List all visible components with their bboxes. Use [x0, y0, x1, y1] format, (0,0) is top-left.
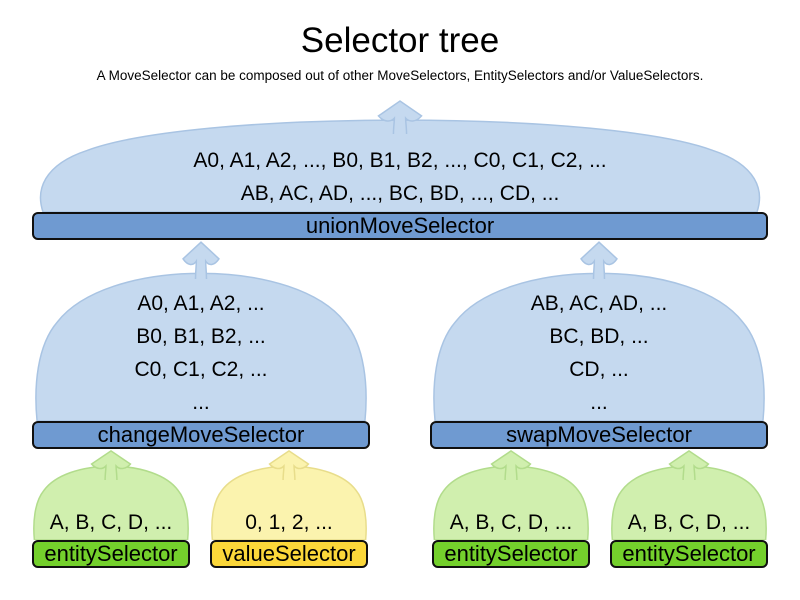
union-move-selector-node: A0, A1, A2, ..., B0, B1, B2, ..., C0, C1…	[32, 100, 768, 240]
cloud-text-line: A0, A1, A2, ..., B0, B1, B2, ..., C0, C1…	[193, 149, 607, 172]
selector-name-bar: changeMoveSelector	[32, 421, 370, 449]
selector-name-bar: entitySelector	[432, 540, 590, 568]
selector-name-bar: entitySelector	[610, 540, 768, 568]
selector-name-bar: entitySelector	[32, 540, 190, 568]
entity-selector-node-1: A, B, C, D, ... entitySelector	[32, 450, 190, 568]
up-arrow-icon	[574, 241, 624, 279]
up-arrow-icon	[176, 241, 226, 279]
selector-name-bar: swapMoveSelector	[430, 421, 768, 449]
cloud-text-line: A0, A1, A2, ...	[137, 292, 265, 315]
cloud-items-text: 0, 1, 2, ...	[210, 507, 368, 539]
up-arrow-icon	[84, 450, 138, 480]
value-selector-node: 0, 1, 2, ... valueSelector	[210, 450, 368, 568]
up-arrow-icon	[484, 450, 538, 480]
change-move-selector-node: A0, A1, A2, ... B0, B1, B2, ... C0, C1, …	[32, 241, 370, 449]
up-arrow-icon	[370, 100, 430, 134]
cloud-items-text: A0, A1, A2, ..., B0, B1, B2, ..., C0, C1…	[32, 144, 768, 210]
diagram-subtitle: A MoveSelector can be composed out of ot…	[96, 68, 704, 83]
cloud-text-line: B0, B1, B2, ...	[136, 325, 266, 348]
cloud-text-line: A, B, C, D, ...	[627, 511, 751, 534]
up-arrow-icon	[262, 450, 316, 480]
cloud-text-line: BC, BD, ...	[549, 325, 649, 348]
up-arrow-icon	[662, 450, 716, 480]
cloud-items-text: A, B, C, D, ...	[610, 507, 768, 539]
selector-name-bar: valueSelector	[210, 540, 368, 568]
cloud-items-text: A, B, C, D, ...	[32, 507, 190, 539]
cloud-text-line: ...	[590, 391, 608, 414]
cloud-text-line: AB, AC, AD, ...	[530, 292, 668, 315]
diagram-title: Selector tree	[300, 21, 500, 60]
entity-selector-node-3: A, B, C, D, ... entitySelector	[610, 450, 768, 568]
cloud-text-line: CD, ...	[569, 358, 629, 381]
swap-move-selector-node: AB, AC, AD, ... BC, BD, ... CD, ... ... …	[430, 241, 768, 449]
cloud-text-line: AB, AC, AD, ..., BC, BD, ..., CD, ...	[240, 182, 560, 205]
cloud-items-text: A0, A1, A2, ... B0, B1, B2, ... C0, C1, …	[32, 287, 370, 419]
cloud-text-line: A, B, C, D, ...	[449, 511, 573, 534]
entity-selector-node-2: A, B, C, D, ... entitySelector	[432, 450, 590, 568]
cloud-text-line: 0, 1, 2, ...	[245, 511, 333, 534]
cloud-items-text: AB, AC, AD, ... BC, BD, ... CD, ... ...	[430, 287, 768, 419]
cloud-text-line: C0, C1, C2, ...	[134, 358, 268, 381]
cloud-items-text: A, B, C, D, ...	[432, 507, 590, 539]
cloud-text-line: A, B, C, D, ...	[49, 511, 173, 534]
cloud-text-line: ...	[192, 391, 210, 414]
selector-name-bar: unionMoveSelector	[32, 212, 768, 240]
